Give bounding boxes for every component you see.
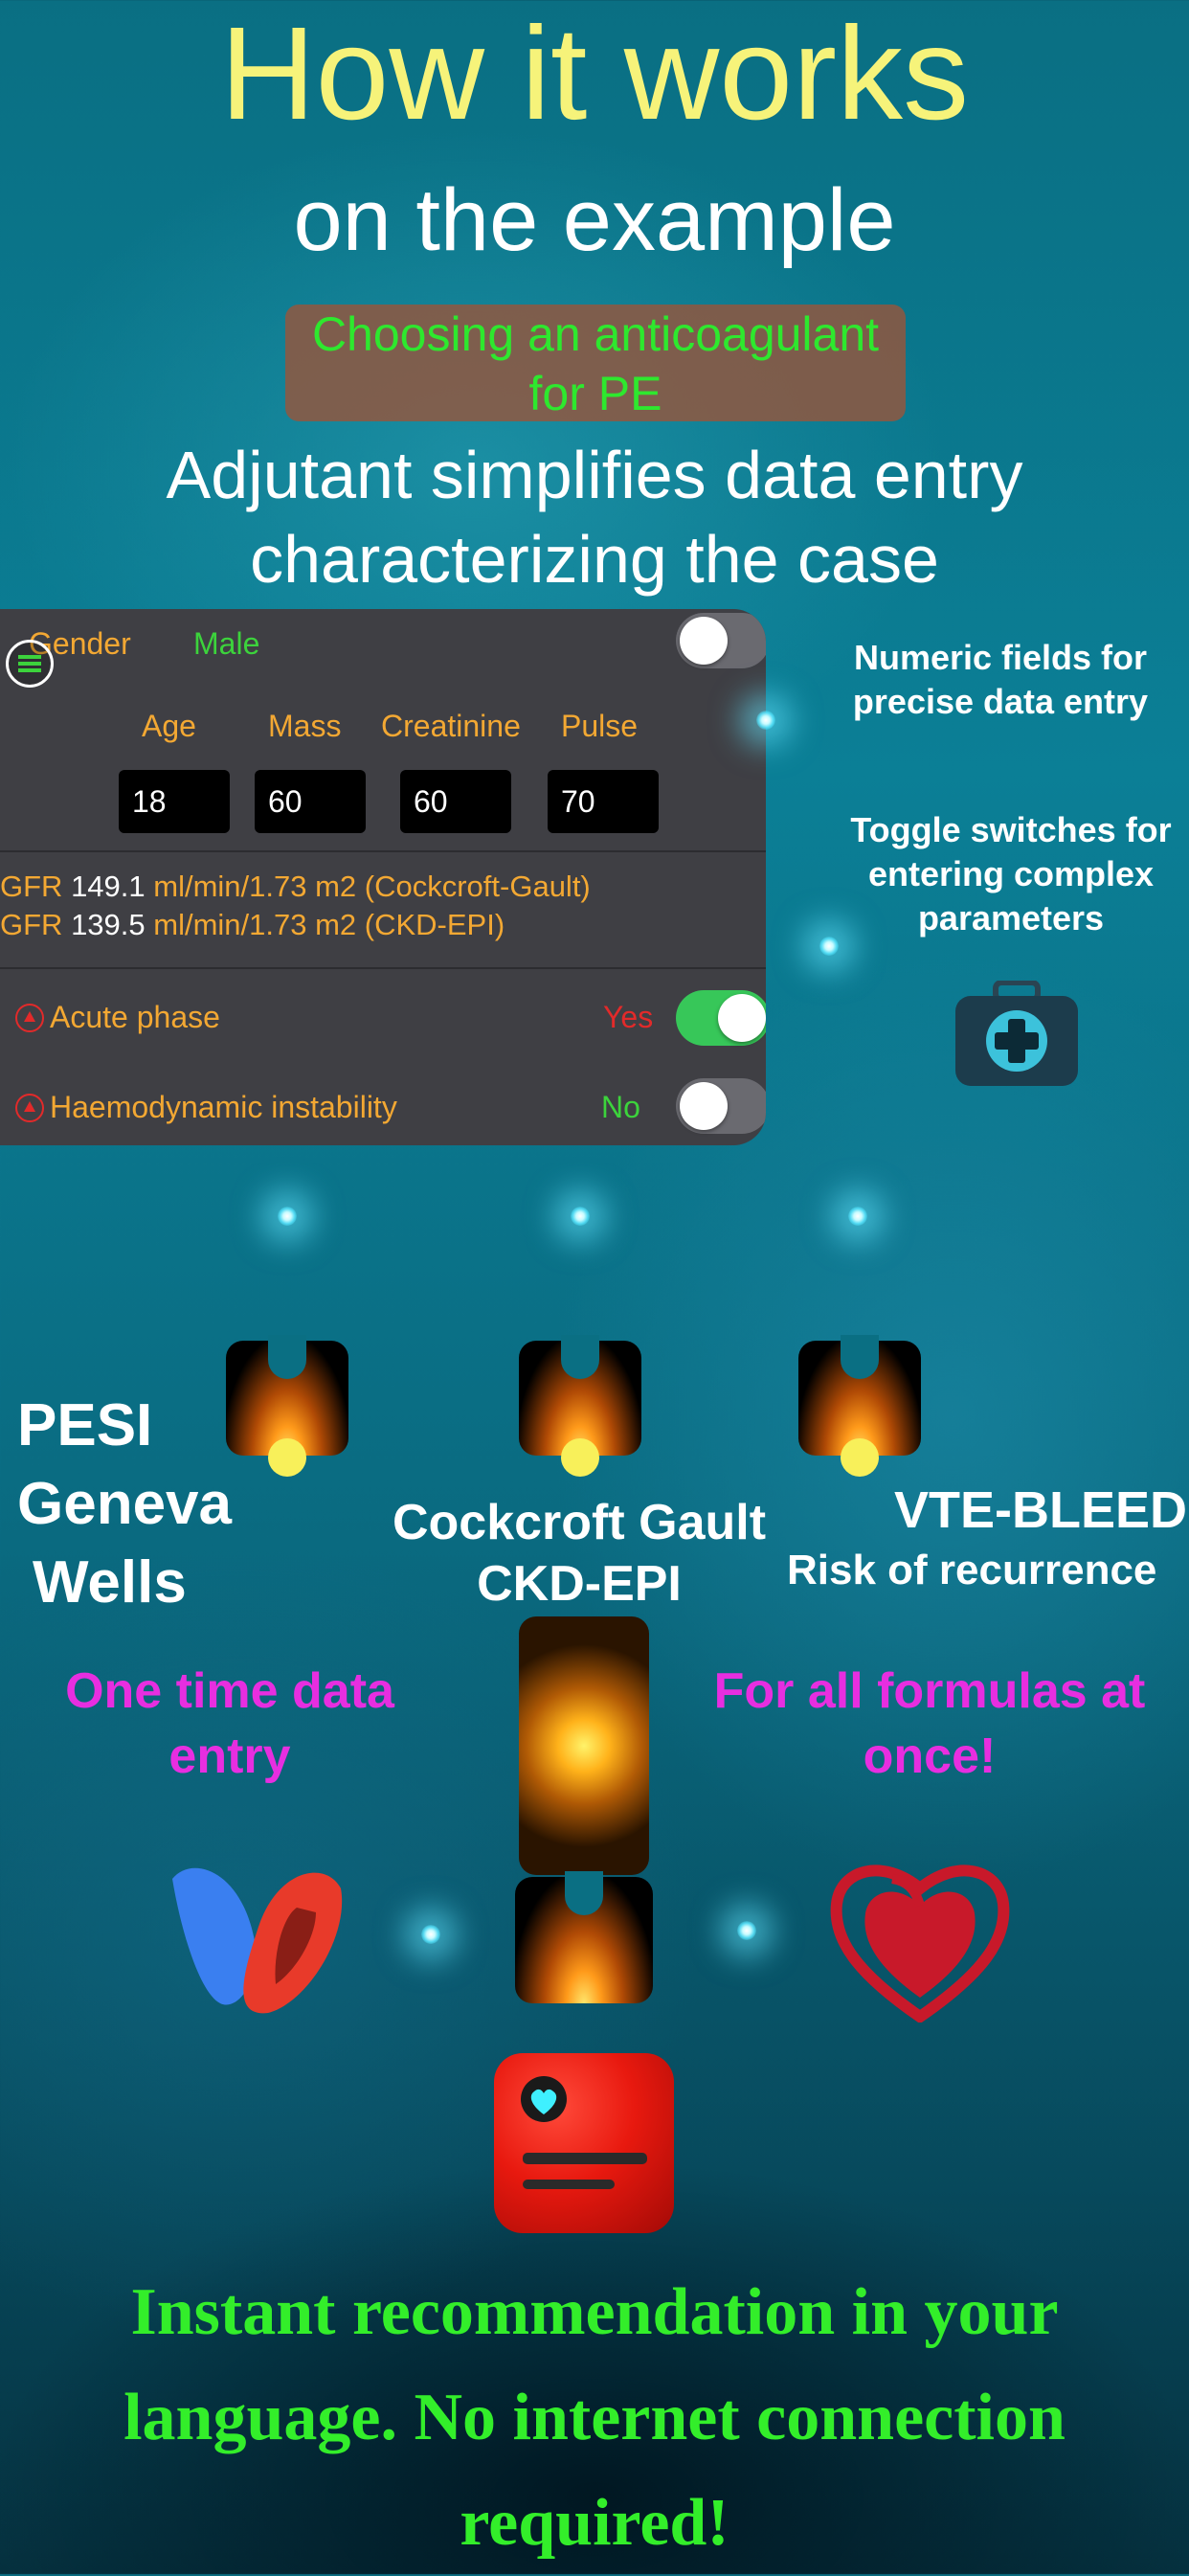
mass-field[interactable]: 60 (255, 770, 366, 833)
heart-icon (829, 1854, 1011, 2024)
page-title: How it works (219, 0, 970, 147)
all-formulas-text: For all formulas at once! (695, 1659, 1164, 1789)
puzzle-piece-icon (519, 1616, 649, 1875)
headline: Adjutant simplifies data entry character… (0, 433, 1189, 601)
toggle-switches-note: Toggle switches for entering complex par… (833, 808, 1189, 940)
magenta-line: once! (863, 1729, 997, 1784)
note-line: entering complex (867, 854, 1155, 893)
gender-toggle[interactable] (676, 613, 766, 668)
gfr-row-cockcroft: GFR 149.1 ml/min/1.73 m2 (Cockcroft-Gaul… (0, 870, 591, 904)
instability-label: Haemodynamic instability (50, 1090, 397, 1124)
gender-value: Male (193, 626, 260, 661)
puzzle-piece-icon (519, 1335, 641, 1477)
gfr-prefix: GFR (0, 908, 63, 941)
note-line: Toggle switches for (850, 810, 1172, 849)
instability-toggle[interactable] (676, 1078, 766, 1134)
creatinine-field[interactable]: 60 (400, 770, 511, 833)
alert-icon (15, 1004, 44, 1032)
sparkle-icon (848, 1207, 867, 1226)
page-subtitle: on the example (293, 171, 896, 269)
sparkle-icon (756, 711, 775, 730)
pulse-label: Pulse (561, 709, 639, 743)
gfr-prefix: GFR (0, 870, 63, 903)
puzzle-piece-icon (798, 1335, 921, 1477)
mass-label: Mass (268, 709, 342, 743)
toggle-knob (680, 617, 728, 665)
example-line-1: Choosing an anticoagulant (311, 307, 880, 361)
sparkle-icon (819, 937, 839, 956)
sparkle-icon (571, 1207, 590, 1226)
vte-bleed-label: VTE-BLEED (894, 1481, 1188, 1539)
note-line: parameters (917, 898, 1105, 938)
note-line: precise data entry (852, 682, 1149, 721)
sparkle-icon (737, 1921, 756, 1940)
creatinine-label: Creatinine (381, 709, 521, 743)
example-line-2: for PE (528, 367, 662, 420)
magenta-line: One time data (65, 1663, 394, 1719)
app-heart-screen-icon (494, 2053, 674, 2233)
toggle-knob (680, 1082, 728, 1130)
magenta-line: entry (168, 1729, 291, 1784)
footer-line: language. No internet connection (123, 2381, 1066, 2454)
acute-phase-toggle[interactable] (676, 990, 766, 1046)
age-label: Age (142, 709, 196, 743)
sparkle-icon (421, 1925, 440, 1944)
puzzle-piece-icon (226, 1335, 348, 1477)
magenta-line: For all formulas at (713, 1663, 1146, 1719)
geneva-label: Geneva (17, 1471, 233, 1537)
alert-icon (15, 1094, 44, 1122)
logo-ribbon-icon (163, 1860, 350, 2022)
acute-phase-label: Acute phase (50, 1000, 220, 1034)
numeric-fields-note: Numeric fields for precise data entry (833, 636, 1168, 724)
headline-line-2: characterizing the case (250, 522, 939, 597)
toggle-knob (718, 994, 766, 1042)
example-box: Choosing an anticoagulant for PE (285, 305, 906, 421)
gfr-value: 139.5 (71, 908, 146, 941)
age-field[interactable]: 18 (119, 770, 230, 833)
gfr-unit: ml/min/1.73 m2 (CKD-EPI) (153, 908, 505, 941)
instability-value: No (601, 1090, 640, 1124)
footer-line: required! (460, 2486, 729, 2560)
ckd-label: CKD-EPI (477, 1556, 682, 1612)
footer-text: Instant recommendation in your language.… (38, 2260, 1151, 2576)
pesi-label: PESI (17, 1392, 153, 1458)
wells-label: Wells (33, 1549, 187, 1616)
pulse-field[interactable]: 70 (548, 770, 659, 833)
headline-line-1: Adjutant simplifies data entry (166, 438, 1023, 512)
cockcroft-label: Cockcroft Gault (392, 1495, 767, 1550)
footer-line: Instant recommendation in your (130, 2275, 1059, 2349)
one-time-entry-text: One time data entry (19, 1659, 440, 1789)
medical-kit-icon (953, 980, 1080, 1088)
gfr-row-ckd: GFR 139.5 ml/min/1.73 m2 (CKD-EPI) (0, 908, 505, 942)
puzzle-piece-icon (515, 1871, 653, 2003)
gfr-value: 149.1 (71, 870, 146, 903)
menu-icon[interactable] (6, 640, 54, 688)
data-entry-panel: Gender Male Age Mass Creatinine Pulse 18… (0, 609, 766, 1145)
acute-phase-value: Yes (603, 1000, 654, 1034)
gfr-unit: ml/min/1.73 m2 (Cockcroft-Gault) (153, 870, 591, 903)
recurrence-label: Risk of recurrence (787, 1547, 1157, 1593)
sparkle-icon (278, 1207, 297, 1226)
note-line: Numeric fields for (853, 638, 1148, 677)
